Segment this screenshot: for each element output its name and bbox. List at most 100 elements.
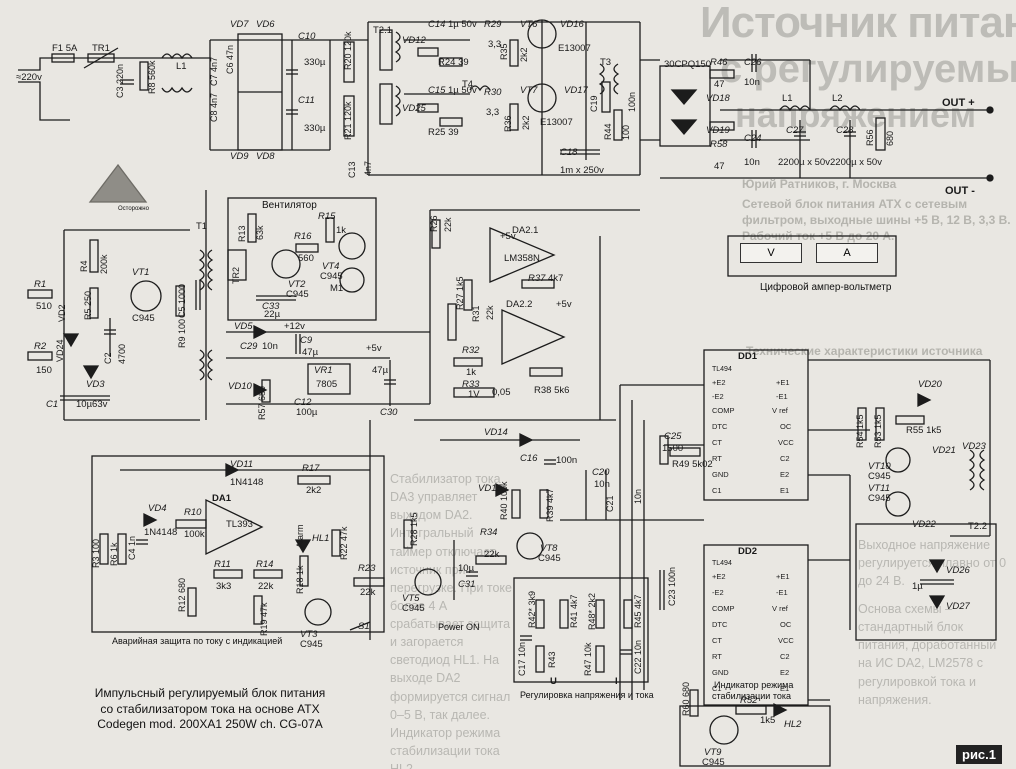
dd2-pin-gnd: GND	[712, 668, 729, 677]
vd18-label: VD18	[706, 93, 730, 104]
c9-value: 47µ	[302, 347, 319, 358]
article-author: Юрий Ратников, г. Москва	[742, 177, 897, 191]
tr2-label: TR2	[231, 266, 241, 284]
da21-type: LM358N	[504, 253, 540, 264]
c29-label: C29	[240, 341, 258, 352]
dd1-pin-c2: C2	[780, 454, 790, 463]
r29-label: R29	[484, 19, 502, 30]
r9-label: R9 100	[177, 318, 187, 348]
r21-label: R21 120k	[343, 101, 353, 140]
dd2-pin-e2p: +E2	[712, 572, 726, 581]
c14-value: 1µ 50v	[448, 19, 477, 30]
r22-label: R22 47k	[339, 526, 349, 560]
r31-value: 22k	[485, 305, 495, 320]
mains-input-label: ≈220v	[16, 72, 42, 83]
vd15-label: VD15	[478, 483, 502, 494]
r4-value: 200k	[99, 254, 109, 274]
c4-label: C4 1n	[127, 535, 137, 560]
c15-label: C15	[428, 85, 446, 96]
c29-value: 10n	[262, 341, 278, 352]
r11-value: 3k3	[216, 581, 232, 592]
dd1-pin-vref: V ref	[772, 406, 788, 415]
r12-label: R12 680	[177, 577, 187, 612]
c5-label: C5 1000	[177, 283, 187, 318]
cc-indicator-title-1: Индикатор режима	[714, 680, 794, 690]
dd2-pin-ct: CT	[712, 636, 722, 645]
r14-label: R14	[256, 559, 274, 570]
c31-label: C31	[458, 579, 476, 590]
vt8-label: VT8	[540, 543, 558, 554]
r60-label: R60 680	[681, 681, 691, 716]
vt7-type: E13007	[540, 117, 573, 128]
r46-label: R46	[710, 57, 728, 68]
c27-value: 2200µ x 50v	[778, 157, 830, 168]
dd1-pin-e2: E2	[780, 470, 790, 479]
r1-value: 510	[36, 301, 52, 312]
s1-label: S1	[358, 621, 370, 632]
dd2-type: TL494	[712, 560, 732, 567]
r41-label: R41 4k7	[569, 594, 579, 628]
c36-value: 1µ	[912, 581, 923, 592]
vt6-label: VT6	[520, 19, 538, 30]
r33-value: 1V	[468, 389, 480, 400]
l1-label: L1	[176, 61, 187, 72]
c20-label: C20	[592, 467, 610, 478]
v12-label: +12v	[284, 321, 305, 332]
c1-value: 10µ63v	[76, 399, 108, 410]
r58-label: R58	[710, 139, 728, 150]
r26-value: 22k	[443, 217, 453, 232]
dd1-pin-rt: RT	[712, 454, 722, 463]
vd6-label: VD6	[256, 19, 275, 30]
vt4-label: VT4	[322, 261, 340, 272]
dd2-label: DD2	[738, 546, 758, 557]
voltmeter-display: V	[740, 243, 802, 263]
c28-label: C28	[836, 125, 854, 136]
article-intro: Сетевой блок питания ATX с сетевым фильт…	[742, 197, 1011, 244]
r10-value: 100k	[184, 529, 205, 540]
r37-label: R37	[528, 273, 546, 284]
dd1-pin-gnd: GND	[712, 470, 729, 479]
vt6-type: E13007	[558, 43, 591, 54]
r43-label: R43	[547, 651, 557, 668]
vt11-label: VT11	[868, 483, 891, 494]
r56-value: 680	[885, 130, 895, 146]
dd2-pin-comp: COMP	[712, 604, 735, 613]
c16-value: 100n	[556, 455, 578, 466]
c19-label: C19	[589, 95, 599, 112]
vd17-label: VD17	[564, 85, 588, 96]
r52-label: R52	[740, 695, 758, 706]
r39-label: R39 4k7	[545, 488, 555, 522]
v5-label: +5v	[366, 343, 382, 354]
r58-value: 47	[714, 161, 725, 172]
r17-label: R17	[302, 463, 320, 474]
c10-label: C10	[298, 31, 316, 42]
dd1-label: DD1	[738, 351, 758, 362]
c27-label: C27	[786, 125, 804, 136]
r30-value: 3,3	[486, 107, 500, 118]
r20-label: R20 120k	[343, 31, 353, 70]
r15-value: 1k	[336, 225, 347, 236]
vt7-label: VT7	[520, 85, 538, 96]
vt9-label: VT9	[704, 747, 722, 758]
vd7-label: VD7	[230, 19, 249, 30]
caption-line-2: со стабилизатором тока на основе ATX	[100, 701, 320, 716]
c26-label: C26	[744, 57, 762, 68]
hl1-name: Alarm	[295, 524, 305, 548]
power-on-label: Power ON	[438, 622, 480, 632]
vt3-type: C945	[300, 639, 323, 650]
out-l1-label: L1	[782, 93, 793, 104]
vd23-label: VD23	[962, 441, 986, 452]
article-body-right-1: Выходное напряжение регулируется плавно …	[858, 538, 1007, 589]
r49-label: R49 5k02	[672, 459, 713, 470]
r1-label: R1	[34, 279, 47, 290]
vd16-label: VD16	[560, 19, 584, 30]
r17-value: 2k2	[306, 485, 322, 496]
r47-label: R47 10k	[583, 642, 593, 676]
warning-triangle-label: Осторожно	[118, 206, 149, 212]
vd20-label: VD20	[918, 379, 942, 390]
t1-label: T1	[196, 221, 208, 232]
r11-label: R11	[214, 559, 231, 570]
da21-label: DA2.1	[512, 225, 539, 236]
